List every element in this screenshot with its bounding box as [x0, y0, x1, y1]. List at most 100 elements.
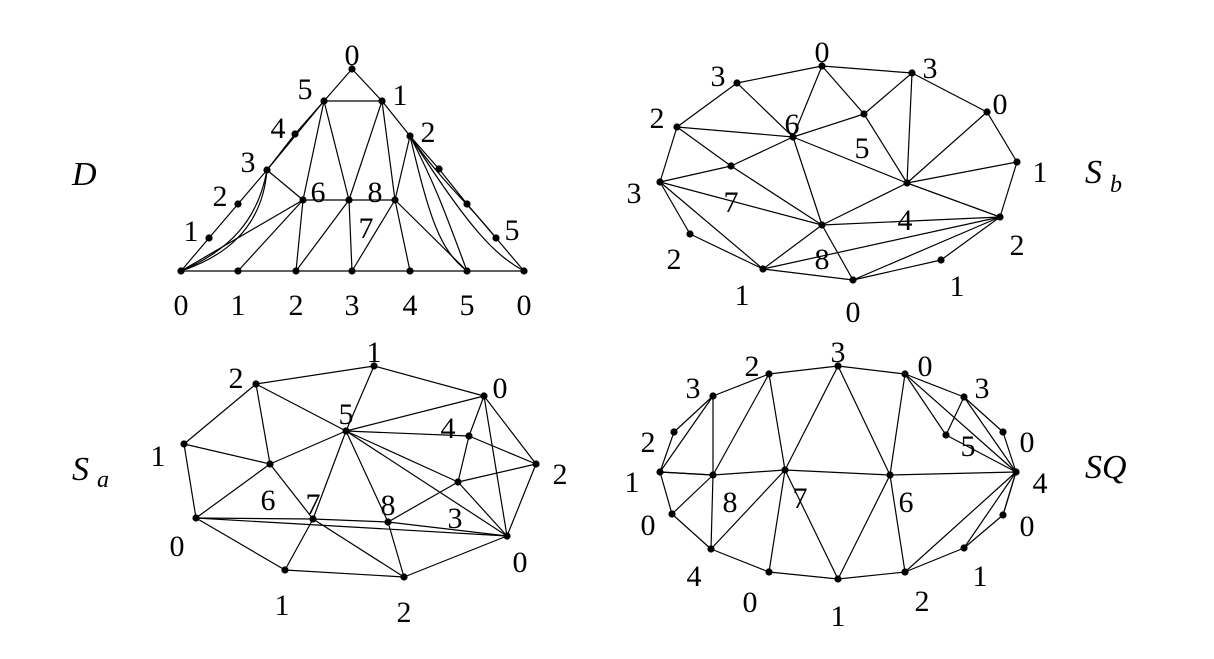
D-vertex-label: 0 — [345, 39, 360, 72]
SQ-vertex-label: 4 — [687, 560, 702, 593]
SQ-vertex-label: 3 — [686, 372, 701, 405]
D-vertex — [291, 130, 299, 138]
SQ-edge — [904, 373, 1017, 473]
D-vertex — [299, 196, 307, 204]
SQ-vertex-label: 3 — [831, 336, 846, 369]
Sb-edge — [659, 165, 732, 183]
Sb-vertex — [789, 133, 797, 141]
SQ-edge — [673, 395, 714, 433]
D-edge — [348, 199, 353, 272]
SQ-edge — [784, 365, 839, 471]
D-edge — [237, 169, 268, 205]
Sa-edge — [255, 365, 375, 385]
D-curved-edge — [409, 135, 468, 272]
SQ-vertex-label: 1 — [973, 560, 988, 593]
D-vertex — [345, 196, 353, 204]
SQ-edge — [904, 373, 965, 398]
SQ-vertex-label: 0 — [1020, 510, 1035, 543]
Sb-edge — [792, 113, 865, 138]
D-vertex — [378, 97, 386, 105]
Sb-edge — [906, 182, 1001, 218]
Sa-vertex — [465, 432, 473, 440]
figure-subscript-Sb: b — [1110, 172, 1122, 198]
D-curved-edge — [180, 169, 268, 272]
figure-subscript-Sa: a — [97, 467, 109, 493]
SQ-vertex — [901, 568, 909, 576]
Sa-edge — [312, 430, 347, 520]
SQ-edge — [837, 474, 891, 580]
Sb-edge — [911, 72, 988, 113]
D-edge — [394, 135, 411, 201]
Sb-vertex — [903, 179, 911, 187]
Sa-vertex-label: 1 — [151, 440, 166, 473]
D-vertex-label: 2 — [421, 116, 436, 149]
SQ-edge — [710, 548, 770, 573]
Sb-vertex-label: 2 — [650, 102, 665, 135]
D-edge — [381, 100, 396, 201]
SQ-vertex — [999, 511, 1007, 519]
SQ-vertex-label: 1 — [625, 466, 640, 499]
Sb-vertex-label: 2 — [1010, 229, 1025, 262]
SQ-edge — [784, 469, 839, 580]
Sb-vertex-label: 7 — [724, 186, 739, 219]
D-vertex — [292, 267, 300, 275]
SQ-edge — [889, 373, 906, 476]
SQ-vertex-label: 4 — [1033, 467, 1048, 500]
D-curved-edge — [409, 135, 525, 272]
Sa-vertex-label: 8 — [381, 489, 396, 522]
Sa-edge — [284, 569, 405, 578]
Sa-vertex-label: 7 — [306, 488, 321, 521]
Sa-vertex — [342, 427, 350, 435]
Sa-edge — [312, 518, 405, 578]
Sa-edge — [468, 435, 537, 465]
SQ-vertex — [765, 370, 773, 378]
Sa-vertex — [281, 566, 289, 574]
Sa-edge — [387, 521, 405, 578]
Sa-edge — [195, 517, 508, 537]
Sb-vertex — [983, 108, 991, 116]
Sb-edge — [659, 181, 691, 235]
Sa-vertex — [266, 460, 274, 468]
Sb-edge — [736, 82, 794, 138]
figure-name-Sb: S — [1085, 154, 1102, 191]
SQ-edge — [671, 474, 714, 515]
Sb-vertex-label: 2 — [667, 243, 682, 276]
Sa-edge — [345, 430, 459, 483]
SQ-edge — [659, 395, 714, 473]
D-vertex-label: 5 — [505, 214, 520, 247]
D-edge — [295, 199, 304, 272]
D-edge — [394, 199, 411, 272]
D-vertex — [234, 267, 242, 275]
Sa-edge — [345, 430, 508, 537]
Sa-vertex — [384, 518, 392, 526]
D-vertex — [263, 166, 271, 174]
Sa-vertex — [192, 514, 200, 522]
SQ-edge — [837, 571, 906, 580]
Sa-vertex-label: 1 — [367, 336, 382, 369]
Sb-vertex-label: 3 — [923, 52, 938, 85]
SQ-vertex-label: 3 — [975, 372, 990, 405]
Sb-edge — [730, 165, 823, 226]
D-vertex — [320, 97, 328, 105]
Sa-edge — [457, 435, 470, 483]
D-vertex-label: 1 — [393, 79, 408, 112]
D-edge — [302, 100, 325, 201]
Sb-edge — [762, 216, 1001, 270]
Sb-edge — [792, 65, 823, 138]
Sa-vertex-label: 6 — [261, 484, 276, 517]
Sa-edge — [269, 430, 347, 465]
Sa-vertex-label: 0 — [513, 546, 528, 579]
D-vertex — [406, 132, 414, 140]
Sb-edge — [999, 161, 1018, 218]
Sa-vertex — [532, 460, 540, 468]
Sb-edge — [676, 82, 738, 128]
Sa-edge — [269, 463, 314, 520]
Sb-vertex-label: 4 — [898, 204, 913, 237]
SQ-vertex — [901, 370, 909, 378]
Sb-edge — [906, 111, 988, 184]
SQ-vertex — [834, 362, 842, 370]
Sb-vertex — [656, 178, 664, 186]
Sb-edge — [762, 224, 823, 270]
